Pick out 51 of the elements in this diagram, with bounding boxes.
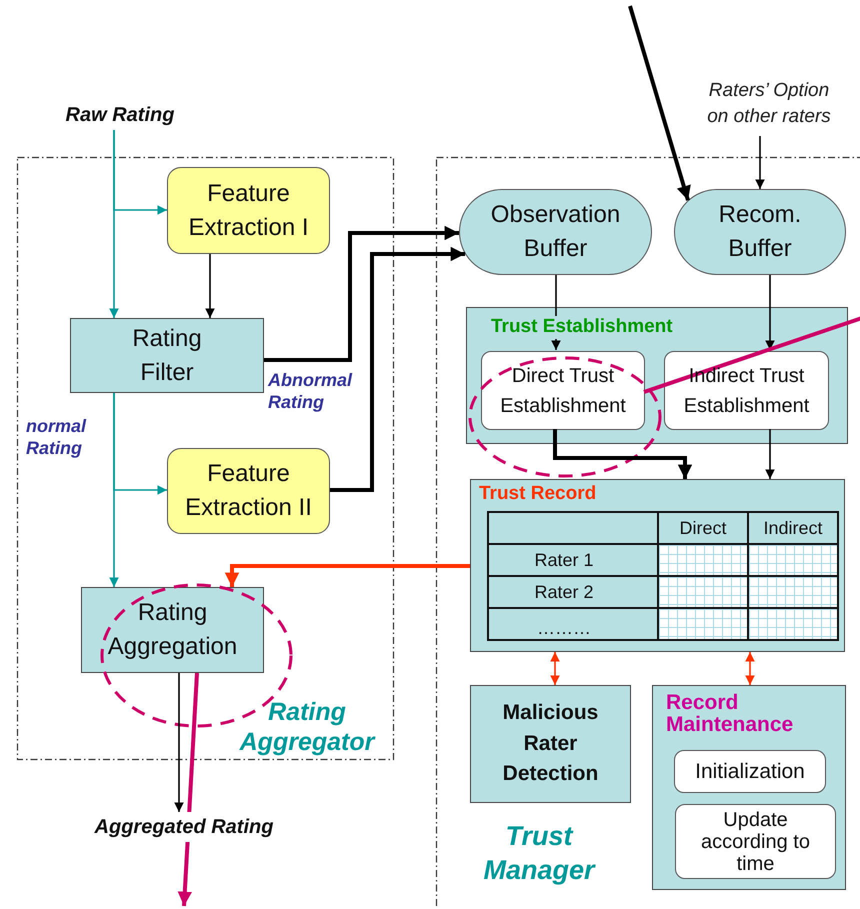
process-box: [81, 587, 264, 673]
group-title: Rating Aggregator: [238, 697, 376, 757]
module-panel: [652, 685, 846, 890]
box-label: Malicious Rater Detection: [502, 700, 600, 788]
arrow: [745, 652, 755, 685]
process-box: [167, 448, 330, 534]
arrow: [765, 275, 775, 350]
process-box: [167, 167, 330, 254]
sub-process-box: [675, 804, 836, 879]
arrow: [551, 275, 561, 350]
arrow: [628, 5, 691, 201]
arrow: [205, 254, 215, 318]
arrow: [178, 672, 199, 906]
module-panel: [466, 307, 848, 444]
io-label: Raters’ Option on other raters: [696, 78, 842, 136]
row-label: Rater 2: [488, 576, 658, 608]
group-boundary: [17, 157, 394, 760]
process-box: [470, 685, 631, 803]
panel-title: Trust Record: [479, 482, 596, 506]
io-label: Raw Rating: [40, 100, 200, 130]
arrow: [553, 429, 692, 479]
arrow: [765, 429, 775, 479]
group-title: Trust Manager: [482, 820, 597, 887]
arrow: [113, 393, 167, 495]
box-label: Direct Trust Establishment: [499, 364, 627, 418]
box-label: Initialization: [695, 758, 805, 784]
panel-title: Record Maintenance: [666, 692, 794, 736]
arrow: [330, 246, 466, 492]
process-box: [70, 318, 264, 393]
arrow: [264, 226, 459, 362]
box-label: Indirect Trust Establishment: [682, 364, 810, 418]
box-label: Rating Aggregation: [106, 598, 238, 662]
box-label: Observation Buffer: [490, 200, 622, 264]
arrow: [755, 136, 765, 189]
module-panel: [470, 479, 845, 652]
arrow: [113, 130, 167, 215]
box-label: Update according to time: [700, 808, 811, 874]
arrow: [550, 652, 560, 685]
box-label: Rating Filter: [131, 324, 203, 388]
sub-process-box: [674, 750, 826, 793]
row-label: ………: [488, 608, 658, 640]
panel-title: Trust Establishment: [489, 316, 675, 339]
box-label: Recom. Buffer: [718, 200, 802, 264]
sub-process-box: [481, 351, 645, 430]
box-label: Feature Extraction I: [187, 178, 310, 242]
sub-process-box: [664, 351, 829, 430]
arrow: [224, 564, 470, 587]
row-label: Rater 1: [488, 544, 658, 576]
box-label: Feature Extraction II: [184, 459, 313, 523]
arrow: [174, 673, 184, 812]
group-boundary: [436, 157, 860, 909]
